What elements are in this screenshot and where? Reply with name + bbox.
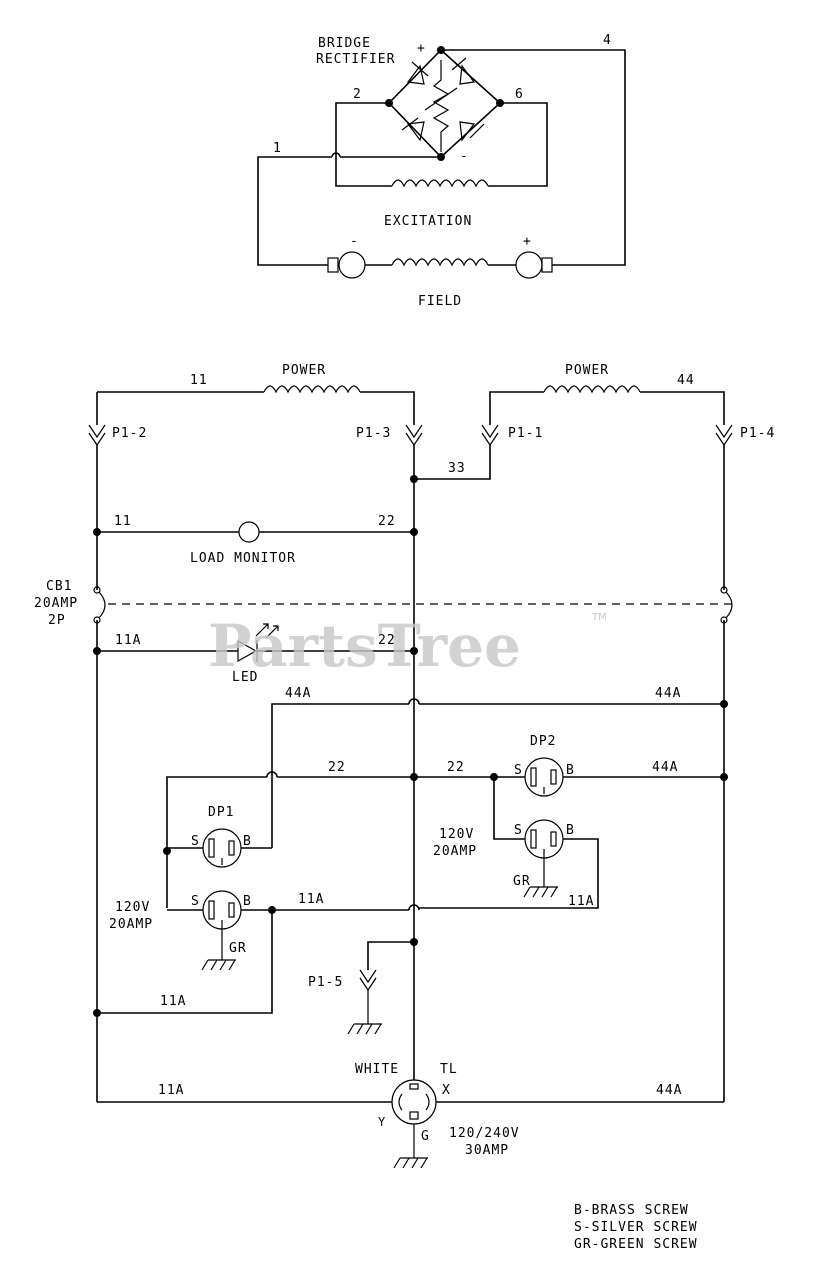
white-label: WHITE <box>355 1062 399 1077</box>
field-coil <box>391 258 489 267</box>
screw-legend: B-BRASS SCREW S-SILVER SCREW GR-GREEN SC… <box>574 1203 698 1252</box>
dp1-gr-label: GR <box>229 941 247 956</box>
p1-3-label: P1-3 <box>356 426 391 441</box>
p1-5-label: P1-5 <box>308 975 343 990</box>
dp1-s-label: S <box>191 834 200 849</box>
dp1-b2-label: B <box>243 894 252 909</box>
dp2-label: DP2 <box>530 734 556 749</box>
load-monitor-label: LOAD MONITOR <box>190 551 296 566</box>
load-monitor-lamp <box>238 521 260 543</box>
watermark-tm: TM <box>591 612 607 623</box>
x-label: X <box>442 1083 451 1098</box>
legend-silver: S-SILVER SCREW <box>574 1220 698 1235</box>
dp2-s-label: S <box>514 763 523 778</box>
a20-right-label: 20AMP <box>433 844 477 859</box>
dp2-b2-label: B <box>566 823 575 838</box>
power-right-label: POWER <box>565 363 609 378</box>
tl-rating-label: 120/240V <box>449 1126 520 1141</box>
dp1-label: DP1 <box>208 805 234 820</box>
wire-1-label: 1 <box>273 141 282 156</box>
dp1-s2-label: S <box>191 894 200 909</box>
dp2-gr-label: GR <box>513 874 531 889</box>
y-label: Y <box>378 1115 386 1129</box>
cb1-label: CB1 <box>46 579 72 594</box>
bridge-rectifier <box>387 48 502 159</box>
wire-2-label: 2 <box>353 87 362 102</box>
plus-label: + <box>417 41 426 56</box>
p1-1-label: P1-1 <box>508 426 543 441</box>
wire-11a-dp2-label: 11A <box>568 894 594 909</box>
bridge-label: BRIDGE <box>318 36 371 51</box>
tl-amp-label: 30AMP <box>465 1143 509 1158</box>
wire-4-label: 4 <box>603 33 612 48</box>
cb1-rating-label: 20AMP <box>34 596 78 611</box>
p1-2-label: P1-2 <box>112 426 147 441</box>
field-label: FIELD <box>418 294 462 309</box>
g-label: G <box>421 1129 430 1144</box>
power-coil-left <box>263 385 361 394</box>
wire-11a-led-label: 11A <box>115 633 141 648</box>
wire-11a-bottom-label: 11A <box>158 1083 184 1098</box>
wire-44a-left-label: 44A <box>285 686 311 701</box>
field-minus-label: - <box>350 234 359 249</box>
minus-label: - <box>460 149 469 164</box>
power-left-label: POWER <box>282 363 326 378</box>
rectifier-label: RECTIFIER <box>316 52 395 67</box>
wire-11a-dp1-label: 11A <box>298 892 324 907</box>
tl-label: TL <box>440 1062 458 1077</box>
wire-11-top-label: 11 <box>190 373 208 388</box>
field-plus-label: + <box>523 234 532 249</box>
field-brush-plus <box>515 251 543 279</box>
wire-44a-bottom-label: 44A <box>656 1083 682 1098</box>
wire-11a-low-label: 11A <box>160 994 186 1009</box>
cb1-poles-label: 2P <box>48 613 66 628</box>
watermark-logo: PartsTree <box>208 612 521 680</box>
wire-44a-dp2-label: 44A <box>652 760 678 775</box>
v120-left-label: 120V <box>115 900 150 915</box>
wire-44a-right-label: 44A <box>655 686 681 701</box>
a20-left-label: 20AMP <box>109 917 153 932</box>
wire-22-mid-left-label: 22 <box>328 760 346 775</box>
legend-brass: B-BRASS SCREW <box>574 1203 689 1218</box>
legend-green: GR-GREEN SCREW <box>574 1237 698 1252</box>
wire-11-monitor-label: 11 <box>114 514 132 529</box>
excitation-label: EXCITATION <box>384 214 472 229</box>
field-brush-minus <box>338 251 366 279</box>
power-section: POWER 11 POWER 44 P1-2 P1-3 P1-1 P1-4 33… <box>34 363 775 1169</box>
v120-right-label: 120V <box>439 827 474 842</box>
wire-22-monitor-label: 22 <box>378 514 396 529</box>
wire-44-top-label: 44 <box>677 373 695 388</box>
power-coil-right <box>543 385 641 394</box>
led-label: LED <box>232 670 258 685</box>
led-diode <box>237 639 258 663</box>
wire-6-label: 6 <box>515 87 524 102</box>
dp1-b-label: B <box>243 834 252 849</box>
wire-22-mid-right-label: 22 <box>447 760 465 775</box>
wire-22-led-label: 22 <box>378 633 396 648</box>
p1-4-label: P1-4 <box>740 426 775 441</box>
dp2-s2-label: S <box>514 823 523 838</box>
dp2-b-label: B <box>566 763 575 778</box>
bridge-rectifier-section: BRIDGE RECTIFIER + - 4 2 6 1 EXCITATION … <box>257 33 626 309</box>
wire-33-label: 33 <box>448 461 466 476</box>
excitation-coil <box>391 179 489 188</box>
